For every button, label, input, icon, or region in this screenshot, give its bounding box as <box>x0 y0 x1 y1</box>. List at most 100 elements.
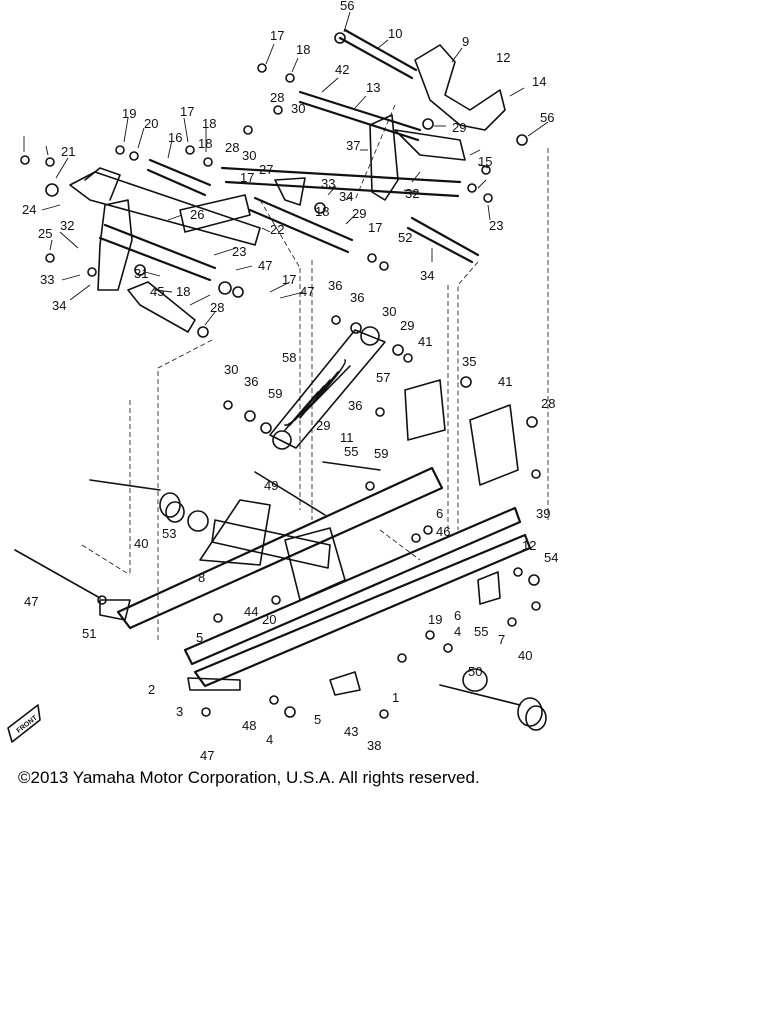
part-callout-47: 47 <box>200 748 214 763</box>
part-callout-30: 30 <box>291 101 305 116</box>
part-callout-37: 37 <box>346 138 360 153</box>
part-callout-34: 34 <box>52 298 66 313</box>
part-callout-18: 18 <box>296 42 310 57</box>
shock-absorber <box>269 326 386 450</box>
part-callout-12: 12 <box>522 538 536 553</box>
part-callout-59: 59 <box>374 446 388 461</box>
part-callout-29: 29 <box>400 318 414 333</box>
part-callout-20: 20 <box>144 116 158 131</box>
part-callout-49: 49 <box>264 478 278 493</box>
part-callout-7: 7 <box>498 632 505 647</box>
part-callout-4: 4 <box>454 624 461 639</box>
part-callout-17: 17 <box>240 170 254 185</box>
part-callout-6: 6 <box>436 506 443 521</box>
part-callout-40: 40 <box>134 536 148 551</box>
part-callout-19: 19 <box>428 612 442 627</box>
part-callout-47: 47 <box>24 594 38 609</box>
part-callout-33: 33 <box>40 272 54 287</box>
part-callout-8: 8 <box>198 570 205 585</box>
part-callout-36: 36 <box>350 290 364 305</box>
part-callout-30: 30 <box>224 362 238 377</box>
part-callout-18: 18 <box>315 204 329 219</box>
part-callout-51: 51 <box>82 626 96 641</box>
part-callout-56: 56 <box>540 110 554 125</box>
part-callout-28: 28 <box>270 90 284 105</box>
part-callout-21: 21 <box>61 144 75 159</box>
part-callout-17: 17 <box>270 28 284 43</box>
part-callout-39: 39 <box>536 506 550 521</box>
part-callout-36: 36 <box>348 398 362 413</box>
part-callout-36: 36 <box>244 374 258 389</box>
part-callout-1: 1 <box>392 690 399 705</box>
part-callout-20: 20 <box>262 612 276 627</box>
part-callout-55: 55 <box>474 624 488 639</box>
part-callout-47: 47 <box>258 258 272 273</box>
part-callout-10: 10 <box>388 26 402 41</box>
part-callout-56: 56 <box>340 0 354 13</box>
part-callout-40: 40 <box>518 648 532 663</box>
part-callout-22: 22 <box>270 222 284 237</box>
part-callout-53: 53 <box>162 526 176 541</box>
part-callout-17: 17 <box>282 272 296 287</box>
part-callout-34: 34 <box>339 189 353 204</box>
part-callout-12: 12 <box>496 50 510 65</box>
part-callout-5: 5 <box>314 712 321 727</box>
part-callout-34: 34 <box>420 268 434 283</box>
part-callout-18: 18 <box>202 116 216 131</box>
part-callout-57: 57 <box>376 370 390 385</box>
part-callout-18: 18 <box>198 136 212 151</box>
part-callout-23: 23 <box>232 244 246 259</box>
upper-rear-arm <box>220 28 506 264</box>
part-callout-5: 5 <box>196 630 203 645</box>
part-callout-52: 52 <box>398 230 412 245</box>
part-callout-29: 29 <box>452 120 466 135</box>
part-callout-42: 42 <box>335 62 349 77</box>
front-arm <box>45 158 261 333</box>
part-callout-48: 48 <box>242 718 256 733</box>
part-callout-31: 31 <box>134 266 148 281</box>
part-callout-33: 33 <box>321 176 335 191</box>
part-callout-29: 29 <box>316 418 330 433</box>
part-callout-17: 17 <box>180 104 194 119</box>
part-callout-55: 55 <box>344 444 358 459</box>
part-callout-59: 59 <box>268 386 282 401</box>
part-callout-29: 29 <box>352 206 366 221</box>
part-callout-47: 47 <box>300 284 314 299</box>
part-callout-24: 24 <box>22 202 36 217</box>
part-callout-16: 16 <box>168 130 182 145</box>
part-callout-11: 11 <box>340 430 354 445</box>
front-direction-badge: FRONT <box>7 704 41 743</box>
hardware <box>20 32 541 719</box>
part-callout-44: 44 <box>244 604 258 619</box>
part-callout-36: 36 <box>328 278 342 293</box>
leader-lines <box>23 11 549 326</box>
part-callout-28: 28 <box>225 140 239 155</box>
part-callout-38: 38 <box>367 738 381 753</box>
part-callout-28: 28 <box>541 396 555 411</box>
part-callout-35: 35 <box>462 354 476 369</box>
part-callout-19: 19 <box>122 106 136 121</box>
assembly-guide-lines <box>81 104 549 640</box>
part-callout-18: 18 <box>176 284 190 299</box>
part-callout-17: 17 <box>368 220 382 235</box>
part-callout-30: 30 <box>382 304 396 319</box>
slide-rail-assembly <box>99 379 532 696</box>
part-callout-50: 50 <box>468 664 482 679</box>
part-callout-54: 54 <box>544 550 558 565</box>
part-callout-27: 27 <box>259 162 273 177</box>
part-callout-28: 28 <box>210 300 224 315</box>
springs-and-rods <box>14 461 547 731</box>
part-callout-32: 32 <box>60 218 74 233</box>
part-callout-45: 45 <box>150 284 164 299</box>
part-callout-41: 41 <box>418 334 432 349</box>
front-badge-label: FRONT <box>16 714 40 735</box>
part-callout-46: 46 <box>436 524 450 539</box>
part-callout-3: 3 <box>176 704 183 719</box>
part-callout-25: 25 <box>38 226 52 241</box>
part-callout-13: 13 <box>366 80 380 95</box>
part-callout-9: 9 <box>462 34 469 49</box>
part-callout-6: 6 <box>454 608 461 623</box>
part-callout-32: 32 <box>405 186 419 201</box>
